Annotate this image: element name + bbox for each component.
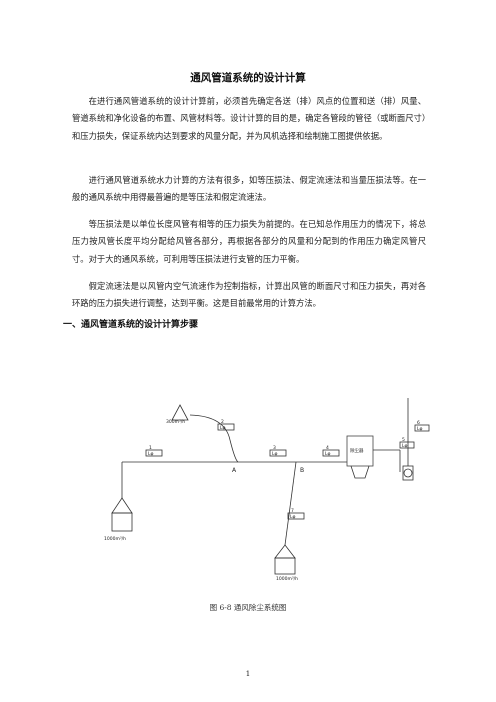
branch-top <box>189 414 239 463</box>
paragraph-equal-loss: 等压损法是以单位长度风管有相等的压力损失为前提的。在已知总作用压力的情况下，将总… <box>72 219 426 264</box>
segment-7-tag: Lφ <box>290 514 296 520</box>
paragraph-intro: 在进行通风管道系统的设计计算前，必须首先确定各送（排）风点的位置和送（排）风量、… <box>72 96 426 141</box>
segment-3-num: 3 <box>273 445 276 451</box>
section-heading: 一、通风管道系统的设计计算步骤 <box>63 320 199 330</box>
hood-top <box>171 404 189 421</box>
segment-4-tag: Lφ <box>325 451 331 457</box>
segment-3-tag: Lφ <box>272 451 278 457</box>
segment-1-tag: Lφ <box>148 451 154 457</box>
hood-left <box>111 497 133 514</box>
hood-bottom-flow: 1000m³/h <box>276 576 298 582</box>
figure-caption: 图 6-8 通风除尘系统图 <box>209 603 287 612</box>
page-number: 1 <box>245 670 251 678</box>
segment-6-num: 6 <box>417 420 420 426</box>
hood-bottom-box <box>274 557 296 575</box>
node-a: A <box>232 467 237 474</box>
paragraph-methods: 进行通风管道系统水力计算的方法有很多，如等压损法、假定流速法和当量压损法等。在一… <box>72 175 426 203</box>
segment-7-num: 7 <box>291 508 294 514</box>
dust-collector-label: 除尘器 <box>350 447 364 454</box>
segment-5-tag: Lφ <box>402 443 408 449</box>
ventilation-system-diagram: 300m³/h 1000m³/h 1000m³/h 除尘器 A B 1 Lφ 2… <box>104 398 430 582</box>
page-title: 通风管道系统的设计计算 <box>190 72 306 84</box>
dust-collector <box>346 435 374 467</box>
dust-hopper <box>350 465 370 479</box>
segment-1-num: 1 <box>149 445 152 451</box>
branch-bottom <box>284 461 297 546</box>
hood-bottom <box>274 544 296 559</box>
hood-left-box <box>111 512 133 532</box>
segment-2-tag: Lφ <box>220 425 226 431</box>
segment-5-num: 5 <box>402 437 405 443</box>
segment-2-num: 2 <box>221 419 224 425</box>
paragraph-assumed-velocity: 假定流速法是以风管内空气流速作为控制指标，计算出风管的断面尺寸和压力损失，再对各… <box>72 281 426 309</box>
hood-top-flow: 300m³/h <box>166 419 185 425</box>
node-b: B <box>300 467 304 474</box>
hood-left-flow: 1000m³/h <box>104 536 126 542</box>
segment-6-tag: Lφ <box>417 426 423 432</box>
fan <box>402 465 414 481</box>
segment-4-num: 4 <box>326 445 329 451</box>
